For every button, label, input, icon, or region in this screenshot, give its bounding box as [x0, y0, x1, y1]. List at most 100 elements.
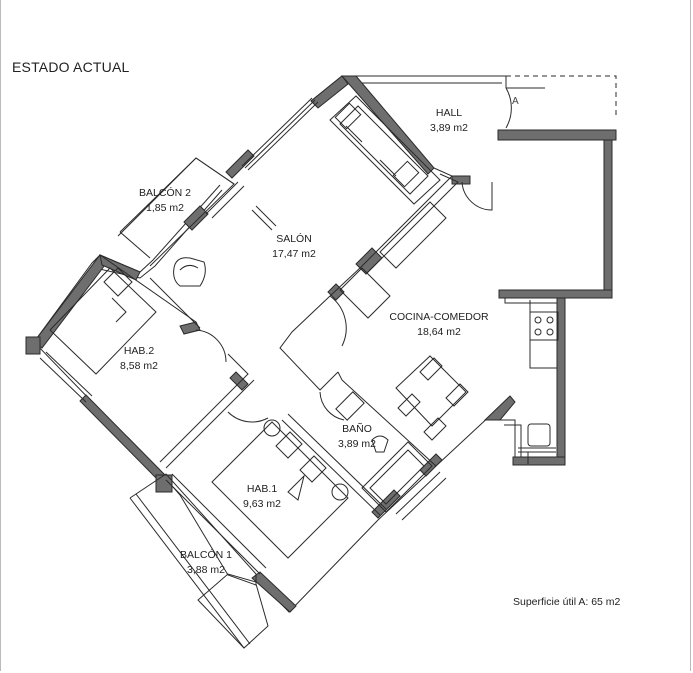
- dining-table: [395, 355, 467, 427]
- room-name: HALL: [435, 107, 463, 119]
- bathtub: [361, 441, 433, 513]
- room-label-balcon-1: BALCÓN 1 3,88 m2: [180, 548, 232, 578]
- room-area: 8,58 m2: [120, 360, 158, 372]
- bed-hab1: [211, 421, 349, 559]
- room-area: 1,85 m2: [146, 202, 184, 214]
- bed-hab2-pillow: [103, 267, 133, 297]
- partition-hab2-east: [149, 277, 201, 329]
- chair-1: [419, 357, 443, 381]
- wall-west-corner: [25, 336, 41, 355]
- door-hab2: [195, 329, 227, 363]
- wall-hab2-outer: [33, 254, 109, 349]
- nightstand-2: [331, 483, 349, 501]
- partition-balcon2-2: [119, 231, 151, 259]
- counter: [529, 300, 557, 369]
- sofa: [329, 95, 441, 205]
- partition-bath-hab1: [281, 419, 381, 516]
- tv-unit: [251, 205, 277, 231]
- sofa-pillow-2: [392, 160, 420, 188]
- hall-door-arc: [505, 87, 545, 129]
- room-label-hab-2: HAB.2 8,58 m2: [120, 344, 158, 374]
- room-label-hall: HALL 3,89 m2: [430, 106, 468, 136]
- room-name: COCINA-COMEDOR: [389, 311, 489, 323]
- hall-inner-door-arc: [461, 181, 493, 211]
- bed-hab1-sheet: [287, 474, 305, 501]
- room-area: 3,89 m2: [430, 122, 468, 134]
- partition-hab1-hab2: [159, 353, 249, 463]
- door-salon-kitchen: [329, 295, 347, 347]
- room-name: BALCÓN 2: [139, 187, 191, 199]
- burner-3: [534, 328, 542, 336]
- window-salon-north: [241, 97, 319, 171]
- plan-title: ESTADO ACTUAL: [12, 59, 130, 75]
- room-name: SALÓN: [276, 233, 312, 245]
- partition-hab2-salon: [99, 254, 197, 323]
- bed-hab2: [49, 267, 157, 375]
- room-name: BAÑO: [342, 423, 372, 435]
- bed-hab2-sheet: [111, 297, 127, 323]
- room-name: HAB.2: [123, 345, 155, 357]
- burner-2: [546, 316, 554, 324]
- washbasin: [335, 391, 365, 421]
- surface-summary: Superficie útil A: 65 m2: [513, 596, 621, 608]
- wall-hall-diag: [340, 75, 435, 175]
- sofa-pillow-1: [334, 102, 362, 130]
- balcon1-rail: [129, 493, 251, 649]
- sink: [527, 423, 551, 447]
- partition-bath-hab1-2: [287, 413, 387, 510]
- partition-bath-kitchen: [337, 371, 437, 467]
- room-area: 9,63 m2: [243, 498, 281, 510]
- wall-hab2-south: [79, 394, 167, 483]
- window-kitchen-south: [518, 447, 556, 453]
- room-area: 18,64 m2: [417, 326, 461, 338]
- armchair: [173, 257, 206, 287]
- room-label-cocina-comedor: COCINA-COMEDOR 18,64 m2: [389, 310, 488, 340]
- chair-2: [445, 383, 469, 407]
- wall-hab2-door: [179, 321, 201, 335]
- room-label-salon: SALÓN 17,47 m2: [272, 232, 316, 262]
- door-hab1: [227, 411, 269, 423]
- wall-kitchen-sw: [483, 395, 516, 421]
- wall-nw-salon: [310, 75, 349, 109]
- window-balcon1: [165, 473, 267, 575]
- room-area: 17,47 m2: [272, 248, 316, 260]
- room-label-bano: BAÑO 3,89 m2: [338, 422, 376, 452]
- hall-door-dashed: [506, 75, 617, 116]
- wall-kitchen-mid: [498, 289, 613, 299]
- cabinet: [339, 267, 391, 319]
- burner-1: [534, 316, 542, 324]
- bed-hab1-pillow-1: [275, 431, 303, 459]
- bed-hab1-pillow-2: [299, 455, 327, 483]
- room-area: 3,89 m2: [338, 438, 376, 450]
- cooktop: [529, 311, 559, 341]
- door-bath: [319, 391, 345, 421]
- wall-kitchen-right: [603, 139, 613, 299]
- toilet: [371, 435, 389, 453]
- window-hab2-west: [39, 351, 93, 403]
- wall-hall-east: [451, 175, 471, 185]
- sofa-cushion: [345, 125, 397, 177]
- door-tag: A: [512, 96, 519, 107]
- wall-salon-west: [225, 149, 255, 179]
- room-area: 3,88 m2: [187, 564, 225, 576]
- room-name: BALCÓN 1: [180, 549, 232, 561]
- nightstand-1: [263, 419, 281, 437]
- wall-kitchen-south: [512, 456, 566, 466]
- window-salon-sw: [205, 181, 245, 219]
- wall-kitchen-top: [497, 129, 617, 141]
- chair-3: [397, 393, 421, 417]
- balcon2-outline: [117, 157, 235, 267]
- room-label-hab-1: HAB.1 9,63 m2: [243, 482, 281, 512]
- room-label-balcon-2: BALCÓN 2 1,85 m2: [139, 186, 191, 216]
- room-name: HAB.1: [246, 483, 278, 495]
- console: [379, 201, 447, 269]
- balcon1-outline: [129, 473, 269, 649]
- burner-4: [546, 328, 554, 336]
- chair-4: [423, 417, 447, 441]
- partition-salon-hall-2: [365, 173, 459, 275]
- partition-hab1-hab2-2: [165, 379, 255, 469]
- wall-salon-bath: [327, 283, 345, 301]
- partition-salon-hall: [329, 167, 453, 297]
- window-bath: [395, 471, 447, 521]
